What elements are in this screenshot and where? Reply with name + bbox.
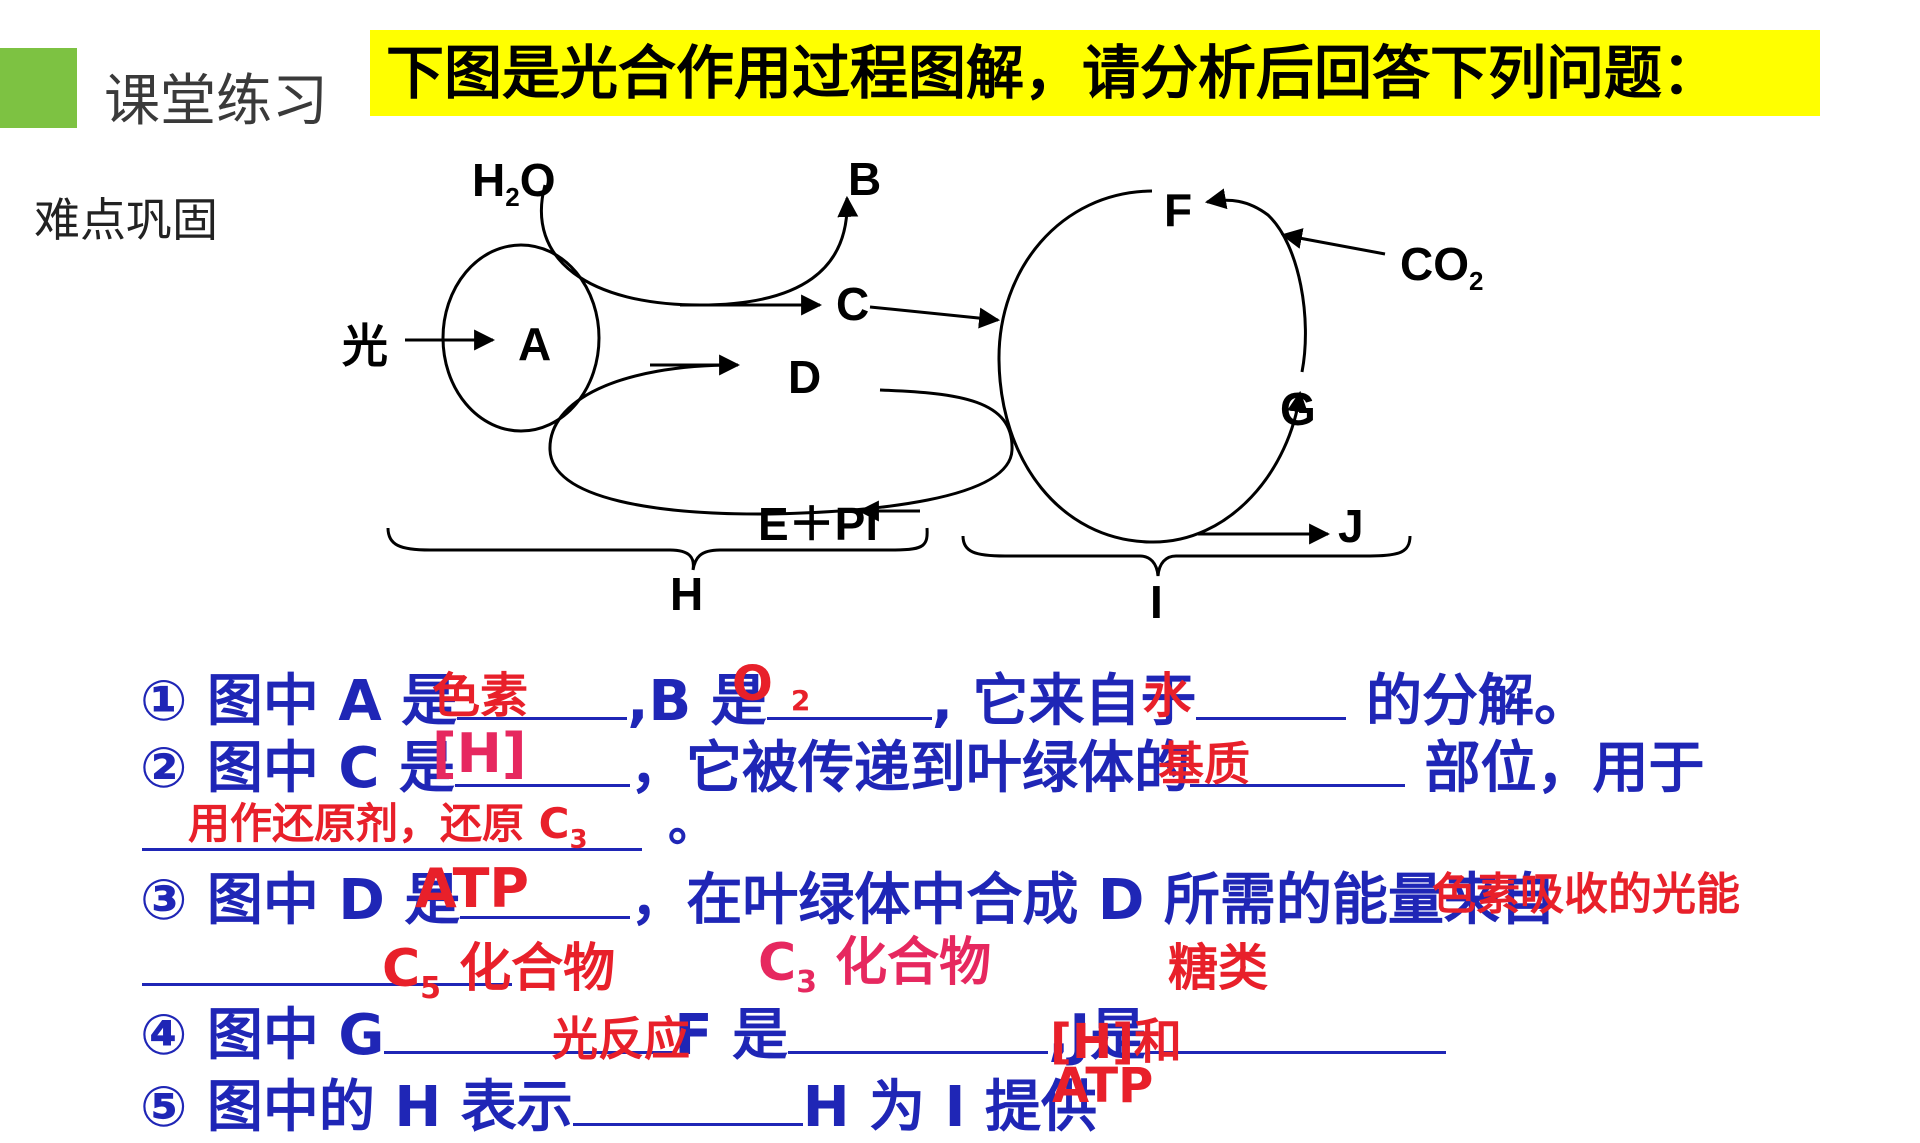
answer-nadph-and: [H]和 <box>1050 1014 1183 1070</box>
q1-text-3: , 它来自于 <box>931 669 1197 734</box>
answer-water: 水 <box>1143 668 1192 724</box>
q3-text-1: ③ 图中 D 是 <box>140 868 461 933</box>
q5-blank-1[interactable] <box>572 1122 803 1126</box>
q1-text-4: 的分解。 <box>1346 669 1590 734</box>
section-title: 课堂练习 <box>104 69 328 134</box>
q5-text-1: ⑤ 图中的 H 表示 <box>140 1075 573 1140</box>
question-2: ② 图中 C 是 ，它被传递到叶绿体的 部位，用于 <box>140 723 1705 804</box>
q3-text-2: ，在叶绿体中合成 D 所需的能量来自 <box>630 868 1556 933</box>
answer-light-energy: 色素吸收的光能 <box>1432 869 1740 920</box>
q3-blank-1[interactable] <box>460 915 631 919</box>
answer-pigment: 色素 <box>432 668 529 724</box>
answer-stroma: 基质 <box>1158 737 1250 791</box>
q4-text-3: ,J是 <box>1048 1003 1147 1068</box>
f-label: F <box>1164 184 1192 236</box>
light-label: 光 <box>342 320 388 372</box>
question-1: ① 图中 A 是 ,B 是 , 它来自于 的分解。 <box>140 656 1590 737</box>
q4-text-2: F 是 <box>674 1003 789 1068</box>
q2-text-3: 部位，用于 <box>1405 736 1705 801</box>
answer-atp-2: ATP <box>1052 1058 1154 1114</box>
q4-text-1: ④ 图中 G <box>140 1003 385 1068</box>
q2-blank-2[interactable] <box>1190 783 1405 787</box>
d-label: D <box>788 351 821 403</box>
q1-blank-2[interactable] <box>766 716 932 720</box>
answer-light-reaction: 光反应 <box>552 1012 690 1066</box>
q2-blank-3[interactable] <box>142 848 642 851</box>
q2-period: 。 <box>668 796 717 852</box>
q2-text-2: ，它被传递到叶绿体的 <box>630 736 1190 801</box>
g-label: G <box>1280 383 1316 435</box>
answer-atp: ATP <box>415 857 530 920</box>
q1-blank-1[interactable] <box>457 716 628 720</box>
d-cycle-loop <box>548 363 1014 516</box>
j-label: J <box>1338 500 1364 552</box>
c-label: C <box>836 278 869 330</box>
answer-nadph: [H] <box>432 722 527 785</box>
a-label: A <box>518 318 551 370</box>
q4-blank-2[interactable] <box>788 1050 1049 1054</box>
epi-label: E＋Pi <box>758 498 878 550</box>
h-brace <box>386 527 929 571</box>
co2-arrow <box>1280 228 1386 256</box>
section-accent-block <box>0 48 77 128</box>
question-banner: 下图是光合作用过程图解，请分析后回答下列问题： <box>370 30 1820 116</box>
q1-text-2: ,B 是 <box>627 669 767 734</box>
answer-sugars: 糖类 <box>1168 939 1268 997</box>
answer-c5: C5 化合物 <box>382 939 616 1006</box>
q1-text-1: ① 图中 A 是 <box>140 669 458 734</box>
question-3: ③ 图中 D 是 ，在叶绿体中合成 D 所需的能量来自 <box>140 855 1556 936</box>
answer-reducing-agent: 用作还原剂，还原 C3 <box>188 799 588 855</box>
c-to-cycle-arrow <box>869 305 1001 329</box>
banner-text: 下图是光合作用过程图解，请分析后回答下列问题： <box>386 39 1721 107</box>
co2-label: CO2 <box>1400 238 1483 296</box>
calvin-cycle-right <box>1204 188 1307 373</box>
h-label: H <box>670 568 703 620</box>
i-label: I <box>1150 576 1163 628</box>
h2o-label: H2O <box>472 154 555 212</box>
q2-text-1: ② 图中 C 是 <box>140 736 455 801</box>
question-4: ④ 图中 G F 是 ,J是 <box>140 990 1447 1071</box>
q3-blank-2[interactable] <box>142 983 512 986</box>
calvin-cycle-left <box>997 189 1308 544</box>
q1-blank-3[interactable] <box>1196 716 1347 720</box>
q2-blank-1[interactable] <box>455 783 630 787</box>
subtitle: 难点巩固 <box>34 193 218 247</box>
i-brace <box>961 535 1412 577</box>
q4-blank-3[interactable] <box>1146 1050 1447 1054</box>
q4-blank-1[interactable] <box>384 1050 675 1054</box>
answer-c3: C3 化合物 <box>758 933 992 1000</box>
pigment-ellipse <box>441 243 601 433</box>
b-label: B <box>848 153 881 205</box>
photosynthesis-diagram: H2O B F CO2 光 A C D G E＋Pi J H I <box>342 153 1483 628</box>
